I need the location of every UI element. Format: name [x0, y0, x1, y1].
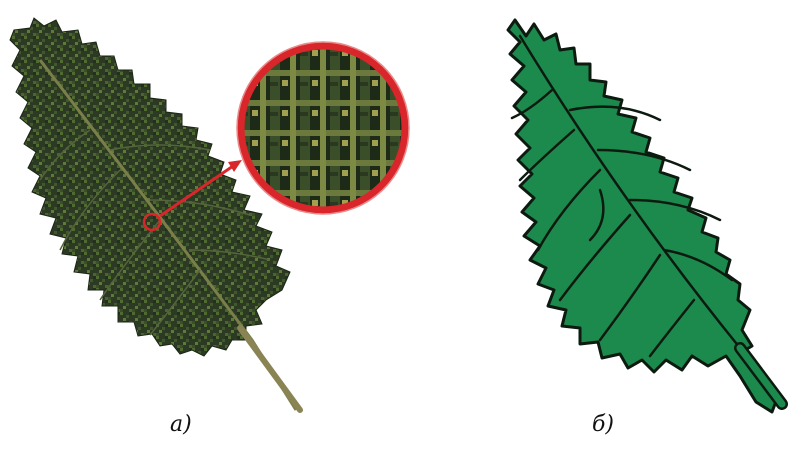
- caption-raster-image: а): [170, 414, 192, 436]
- magnifier-pointer-arrowhead: [228, 160, 242, 172]
- caption-vector-image: б): [592, 414, 614, 436]
- raster-leaf-blade: [10, 18, 290, 356]
- vector-leaf: [508, 20, 782, 412]
- raster-leaf-stem: [240, 328, 300, 410]
